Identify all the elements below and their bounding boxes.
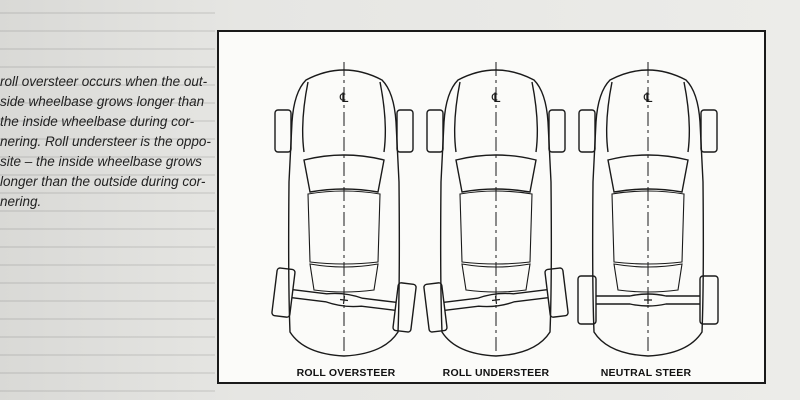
rear-axle-group [271,267,417,333]
car-body-outline [287,69,401,357]
centerline-symbol: ℄ [643,91,653,106]
rear-left-wheel [271,267,296,318]
hood-line [453,81,539,153]
windshield [607,154,689,193]
centerline-symbol: ℄ [339,91,349,106]
hood-line [301,81,387,153]
windshield [455,154,537,193]
front-left-wheel [274,109,292,153]
front-right-wheel [548,109,566,153]
steer-diagram-figure: ℄ ℄ ℄ ROLL OVERSTEER ROLL UNDERSTEER NEUTR… [217,30,766,384]
car-2: ℄ [423,62,569,357]
car-3: ℄ [577,62,719,357]
car-body-outline [439,69,553,357]
label-roll-oversteer: ROLL OVERSTEER [296,367,396,379]
rear-window [613,263,683,293]
front-right-wheel [700,109,718,153]
label-roll-understeer: ROLL UNDERSTEER [442,367,550,379]
caption-line: roll oversteer occurs when the out- [0,74,208,89]
caption-line: longer than the outside during cor- [0,174,206,189]
caption-line: nering. Roll understeer is the oppo- [0,134,211,149]
cabin-outline [307,190,381,265]
rear-axle [443,288,549,312]
caption-line: the inside wheelbase during cor- [0,114,195,129]
car-body-outline [591,69,705,357]
caption-line: nering. [0,194,42,209]
rear-left-wheel [423,282,448,333]
caption-line: side wheelbase grows longer than [0,94,205,109]
caption-line: site – the inside wheelbase grows [0,154,202,169]
rear-left-wheel [577,275,597,325]
rear-right-wheel [544,267,569,318]
cabin-outline [459,190,533,265]
rear-axle [291,288,397,312]
rear-right-wheel [392,282,417,333]
cars-drawing: ℄ ℄ ℄ [271,62,719,357]
windshield [303,154,385,193]
rear-window [309,263,379,293]
car-1: ℄ [271,62,417,357]
centerline-symbol: ℄ [491,91,501,106]
label-neutral-steer: NEUTRAL STEER [600,367,692,379]
caption-text: roll oversteer occurs when the out- side… [0,72,216,212]
rear-right-wheel [699,275,719,325]
front-left-wheel [426,109,444,153]
rear-window [461,263,531,293]
cabin-outline [611,190,685,265]
front-left-wheel [578,109,596,153]
hood-line [605,81,691,153]
front-right-wheel [396,109,414,153]
